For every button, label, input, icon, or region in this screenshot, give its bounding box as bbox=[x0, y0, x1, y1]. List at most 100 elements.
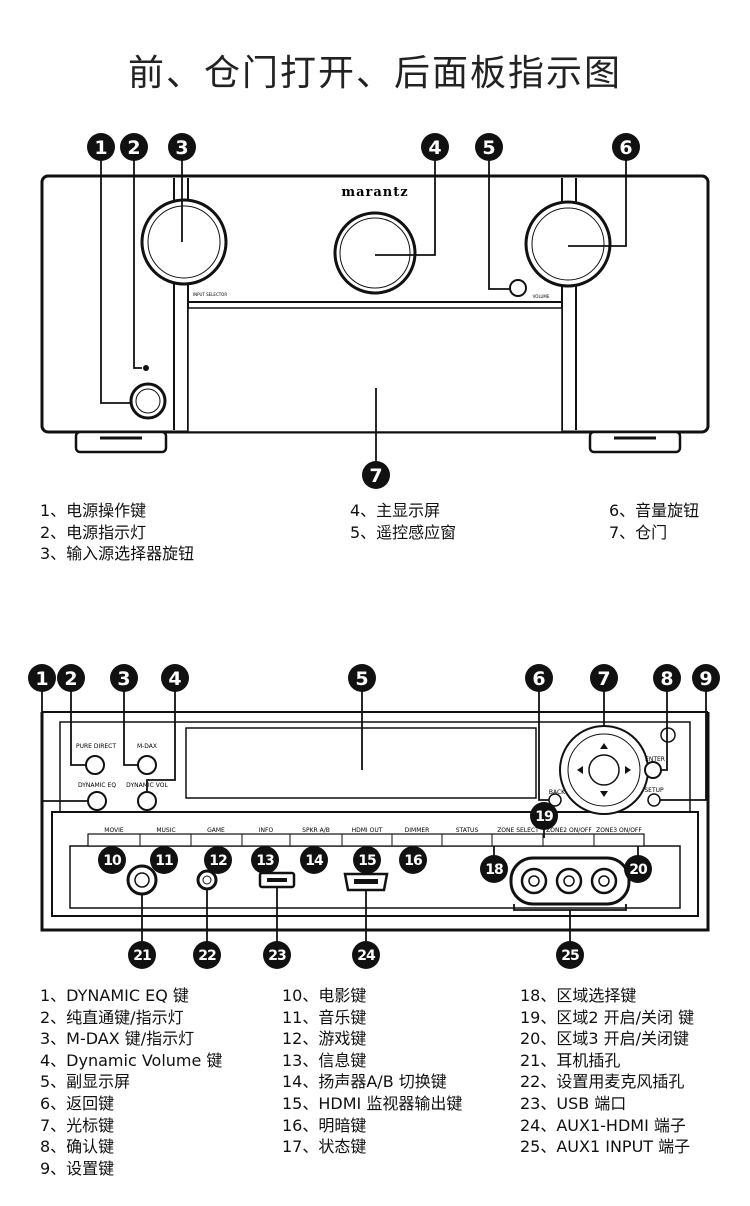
callout-15: 15 bbox=[358, 853, 376, 869]
open-panel-diagram: PURE DIRECT M-DAX DYNAMIC EQ DYNAMIC VOL… bbox=[40, 690, 710, 942]
zone3-label: ZONE3 ON/OFF bbox=[596, 827, 642, 834]
legend-item: 5、副显示屏 bbox=[40, 1072, 131, 1092]
front-view-diagram: marantz INPUT SELECTOR VOLUME 1 2 3 4 5 … bbox=[40, 133, 710, 489]
diagram-title: 前、仓门打开、后面板指示图 bbox=[127, 53, 622, 94]
spkr-ab-label: SPKR A/B bbox=[302, 827, 330, 834]
callout-2: 2 bbox=[64, 668, 77, 690]
legend-item: 8、确认键 bbox=[40, 1137, 115, 1157]
hdmi-out-label: HDMI OUT bbox=[352, 827, 383, 834]
cursor-keys bbox=[559, 725, 649, 815]
callout-3: 3 bbox=[117, 668, 130, 690]
callout-9: 9 bbox=[699, 668, 712, 690]
legend-item: 25、AUX1 INPUT 端子 bbox=[520, 1137, 691, 1157]
door bbox=[187, 307, 563, 433]
callout-11: 11 bbox=[155, 853, 173, 869]
callout-1: 1 bbox=[94, 137, 107, 159]
callout-7: 7 bbox=[369, 465, 382, 487]
setup-label: SETUP bbox=[644, 787, 664, 794]
legend-item: 22、设置用麦克风插孔 bbox=[520, 1072, 685, 1092]
legend-item: 24、AUX1-HDMI 端子 bbox=[520, 1115, 686, 1135]
foot-right bbox=[588, 430, 682, 454]
main-display bbox=[333, 211, 417, 295]
callout-6: 6 bbox=[619, 137, 632, 159]
volume-knob bbox=[524, 200, 612, 288]
callout-13: 13 bbox=[256, 853, 274, 869]
dynamic-eq-label: DYNAMIC EQ bbox=[78, 782, 116, 789]
legend-item: 19、区域2 开启/关闭 键 bbox=[520, 1007, 695, 1027]
foot-left bbox=[74, 430, 168, 454]
callout-7: 7 bbox=[597, 668, 610, 690]
zone-select-label: ZONE SELECT bbox=[497, 827, 539, 834]
volume-label: VOLUME bbox=[533, 294, 550, 299]
callout-3: 3 bbox=[175, 137, 188, 159]
movie-label: MOVIE bbox=[104, 827, 124, 834]
front-callouts: 1 2 3 4 5 6 7 bbox=[87, 133, 640, 489]
back-label: BACK bbox=[549, 789, 566, 796]
legend-item: 21、耳机插孔 bbox=[520, 1050, 621, 1070]
callout-8: 8 bbox=[660, 668, 673, 690]
legend-item: 17、状态键 bbox=[282, 1137, 367, 1157]
input-selector-label: INPUT SELECTOR bbox=[193, 292, 227, 297]
legend-item: 4、Dynamic Volume 键 bbox=[40, 1050, 223, 1070]
front-legend-col-1: 1、电源操作键 2、电源指示灯 3、输入源选择器旋钮 bbox=[40, 500, 194, 565]
legend-item: 2、电源指示灯 bbox=[40, 522, 147, 542]
pure-direct-label: PURE DIRECT bbox=[76, 743, 116, 750]
sub-display bbox=[185, 727, 537, 799]
legend-item: 23、USB 端口 bbox=[520, 1093, 627, 1113]
legend-item: 5、遥控感应窗 bbox=[350, 522, 457, 542]
panel-callouts: 1 2 3 4 5 6 7 8 9 10 11 12 13 14 15 16 1… bbox=[28, 664, 720, 969]
status-label: STATUS bbox=[456, 827, 479, 834]
callout-14: 14 bbox=[305, 853, 324, 869]
input-selector-knob bbox=[140, 198, 228, 286]
legend-item: 15、HDMI 监视器输出键 bbox=[282, 1093, 463, 1113]
panel-legend-col-2: 10、电影键 11、音乐键 12、游戏键 13、信息键 14、扬声器A/B 切换… bbox=[282, 985, 462, 1158]
front-legend-col-3: 6、音量旋钮 7、仓门 bbox=[609, 500, 699, 543]
dimmer-label: DIMMER bbox=[405, 827, 430, 834]
legend-item: 13、信息键 bbox=[282, 1050, 367, 1070]
callout-23: 23 bbox=[268, 948, 286, 964]
panel-legend-col-3: 18、区域选择键 19、区域2 开启/关闭 键 20、区域3 开启/关闭键 21… bbox=[520, 985, 694, 1158]
callout-2: 2 bbox=[127, 137, 140, 159]
legend-item: 16、明暗键 bbox=[282, 1115, 367, 1135]
callout-19: 19 bbox=[535, 809, 553, 825]
legend-item: 7、光标键 bbox=[40, 1115, 115, 1135]
callout-6: 6 bbox=[532, 668, 545, 690]
remote-sensor bbox=[509, 279, 527, 297]
legend-item: 18、区域选择键 bbox=[520, 986, 637, 1005]
brand-logo: marantz bbox=[341, 185, 408, 200]
callout-24: 24 bbox=[357, 948, 376, 964]
enter-label: ENTER bbox=[645, 756, 665, 763]
front-legend-col-2: 4、主显示屏 5、遥控感应窗 bbox=[350, 500, 456, 543]
zone2-label: ZONE2 ON/OFF bbox=[546, 827, 592, 834]
callout-22: 22 bbox=[198, 948, 216, 964]
music-label: MUSIC bbox=[156, 827, 175, 834]
callout-5: 5 bbox=[482, 137, 495, 159]
power-indicator bbox=[143, 365, 149, 371]
callout-4: 4 bbox=[168, 668, 181, 690]
callout-12: 12 bbox=[209, 853, 227, 869]
legend-item: 14、扬声器A/B 切换键 bbox=[282, 1072, 447, 1092]
legend-item: 20、区域3 开启/关闭键 bbox=[520, 1029, 690, 1049]
legend-item: 6、音量旋钮 bbox=[609, 501, 700, 520]
info-label: INFO bbox=[259, 827, 274, 834]
panel-legend-col-1: 1、DYNAMIC EQ 键 2、纯直通键/指示灯 3、M-DAX 键/指示灯 … bbox=[40, 985, 222, 1179]
callout-5: 5 bbox=[355, 668, 368, 690]
legend-item: 11、音乐键 bbox=[282, 1007, 367, 1027]
callout-20: 20 bbox=[629, 862, 648, 878]
legend-item: 6、返回键 bbox=[40, 1093, 115, 1113]
game-label: GAME bbox=[207, 827, 225, 834]
legend-item: 12、游戏键 bbox=[282, 1029, 367, 1049]
strip-labels: MOVIE MUSIC GAME INFO SPKR A/B HDMI OUT … bbox=[104, 827, 642, 834]
legend-item: 9、设置键 bbox=[40, 1158, 115, 1178]
legend-item: 3、M-DAX 键/指示灯 bbox=[40, 1029, 195, 1049]
legend-item: 3、输入源选择器旋钮 bbox=[40, 544, 195, 564]
callout-18: 18 bbox=[485, 862, 503, 878]
legend-item: 7、仓门 bbox=[609, 522, 668, 542]
callout-25: 25 bbox=[561, 948, 579, 964]
button-strip bbox=[87, 833, 645, 847]
legend-item: 1、DYNAMIC EQ 键 bbox=[40, 986, 189, 1005]
legend-item: 4、主显示屏 bbox=[350, 501, 441, 520]
legend-item: 2、纯直通键/指示灯 bbox=[40, 1007, 184, 1027]
mdax-label: M-DAX bbox=[137, 743, 157, 750]
legend-item: 10、电影键 bbox=[282, 986, 367, 1005]
